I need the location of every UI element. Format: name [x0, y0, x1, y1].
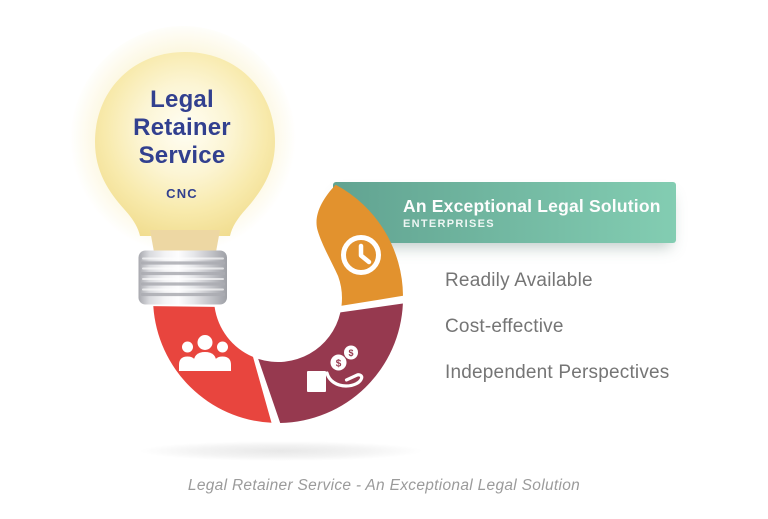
banner: An Exceptional Legal Solution ENTERPRISE…	[333, 182, 676, 243]
feature-item: Readily Available	[445, 270, 593, 291]
bulb-title-line: Legal	[150, 86, 214, 113]
coin-dollar-symbol: $	[348, 348, 353, 358]
people-icon	[179, 335, 231, 371]
bulb-collar	[150, 230, 220, 252]
hand-coins-icon: $ $	[307, 345, 364, 392]
feature-item: Cost-effective	[445, 316, 564, 337]
banner-subtitle: ENTERPRISES	[403, 217, 495, 230]
ground-shadow	[139, 441, 423, 461]
segment-people	[153, 306, 272, 423]
caption: Legal Retainer Service - An Exceptional …	[187, 477, 581, 494]
bulb-text: Legal Retainer Service CNC	[90, 86, 274, 208]
bulb-subtitle: CNC	[166, 186, 198, 201]
bulb-title-line: Service	[138, 142, 226, 169]
feature-item: Independent Perspectives	[445, 362, 670, 383]
bulb-screw-base	[138, 250, 227, 305]
segment-cost	[258, 303, 403, 423]
banner-title: An Exceptional Legal Solution	[403, 195, 661, 216]
feature-list: Readily Available Cost-effective Indepen…	[445, 269, 670, 385]
bulb-title-line: Retainer	[133, 114, 231, 141]
coin-dollar-symbol: $	[336, 359, 342, 370]
